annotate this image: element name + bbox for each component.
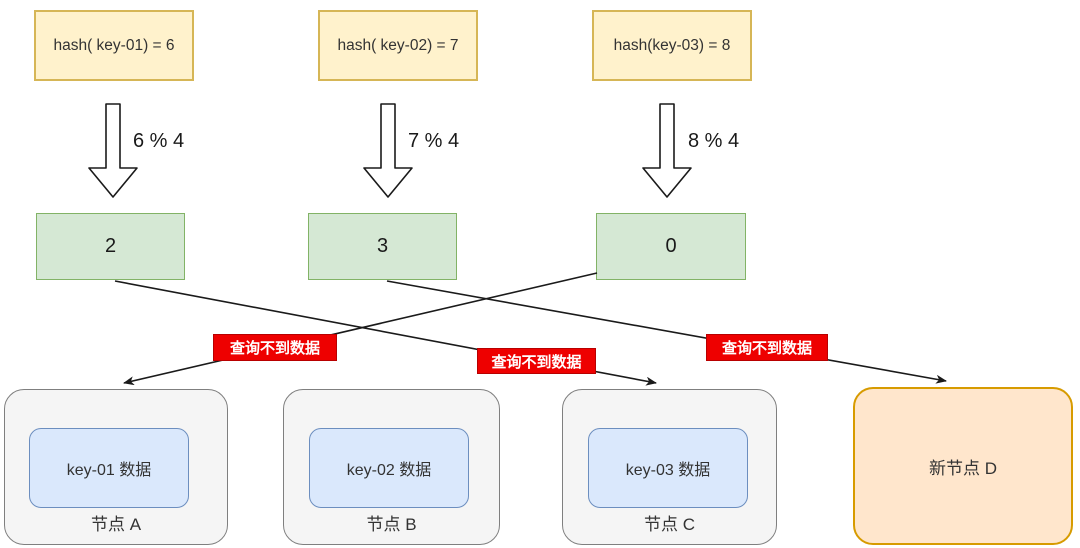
node-a-label: 节点 A [90, 515, 142, 534]
mod-label-2: 7 % 4 [408, 130, 460, 152]
data-box-key03: key-03 数据 [588, 428, 748, 508]
data-box-key01: key-01 数据 [29, 428, 189, 508]
hash-box-key03: hash(key-03) = 8 [592, 10, 752, 81]
result-box-0: 0 [596, 213, 746, 280]
mod-label-3: 8 % 4 [688, 130, 740, 152]
error-badge-1: 查询不到数据 [213, 334, 337, 361]
result-box-2: 2 [36, 213, 185, 280]
hash-box-key02: hash( key-02) = 7 [318, 10, 478, 81]
hash-box-key01: hash( key-01) = 6 [34, 10, 194, 81]
data-box-key02: key-02 数据 [309, 428, 469, 508]
node-a: key-01 数据 节点 A [4, 389, 228, 545]
block-down-arrow-icon [88, 103, 138, 198]
connector-3-to-nodeD [386, 280, 947, 384]
node-c: key-03 数据 节点 C [562, 389, 777, 545]
result-box-3: 3 [308, 213, 457, 280]
node-c-label: 节点 C [644, 515, 695, 534]
error-badge-3: 查询不到数据 [706, 334, 828, 361]
block-down-arrow-icon [642, 103, 692, 198]
node-b: key-02 数据 节点 B [283, 389, 500, 545]
block-down-arrow-icon [363, 103, 413, 198]
node-b-label: 节点 B [366, 515, 417, 534]
mod-label-1: 6 % 4 [133, 130, 185, 152]
error-badge-2: 查询不到数据 [477, 348, 596, 374]
new-node-d: 新节点 D [853, 387, 1073, 545]
